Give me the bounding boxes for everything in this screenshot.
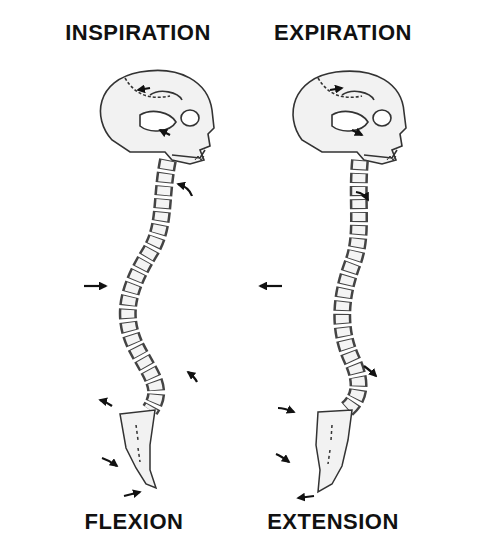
heading-label: EXPIRATION (274, 22, 412, 44)
sacrum-right (316, 410, 352, 492)
spine-left (128, 160, 168, 410)
motion-arrows-left (84, 88, 197, 496)
sacrum-left (120, 410, 156, 488)
heading-label: INSPIRATION (65, 22, 211, 44)
heading-label: FLEXION (85, 511, 184, 533)
skull-right (293, 71, 406, 164)
motion-arrows-right (260, 88, 376, 498)
heading-label: EXTENSION (267, 511, 399, 533)
spine-right (342, 160, 360, 410)
skull-left (100, 70, 214, 164)
